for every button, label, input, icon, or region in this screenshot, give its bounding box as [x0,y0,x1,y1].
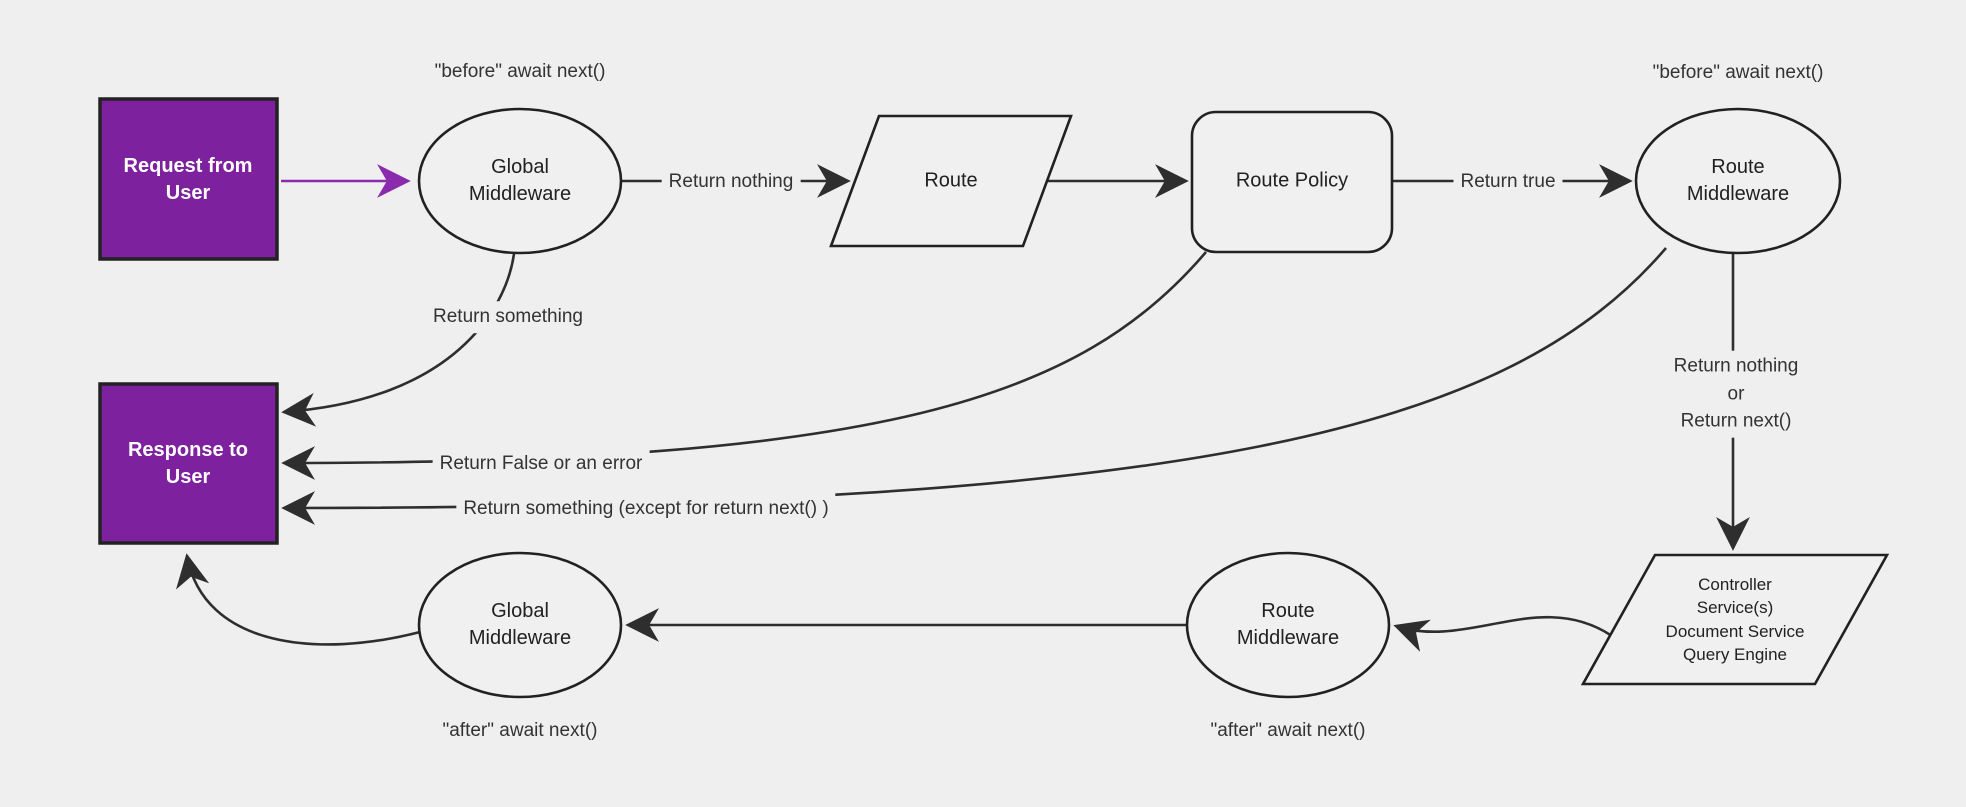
response-to-user-label: Response to User [127,439,249,488]
global-middleware-top-label: Global Middleware [468,156,572,205]
response-to-user-node [98,382,279,545]
after-await-next-left-label: "after" await next() [442,720,598,742]
route-middleware-bottom-node [1185,551,1391,699]
controller-services-label: Controller Service(s) Document Service Q… [1665,575,1805,665]
return-true-label: Return true [1453,166,1563,198]
request-from-user-label: Request from User [123,155,253,204]
global-middleware-bottom-node [417,551,623,699]
route-middleware-bottom-label: Route Middleware [1236,600,1340,649]
after-await-next-right-label: "after" await next() [1210,720,1366,742]
route-policy-node [1190,110,1394,254]
route-middleware-top-label: Route Middleware [1686,156,1790,205]
return-something-label: Return something [426,301,590,333]
global-middleware-top-node [417,107,623,255]
request-from-user-node [98,97,279,261]
return-false-or-error-label: Return False or an error [432,448,650,480]
return-nothing-or-next-label: Return nothing or Return next() [1666,350,1806,438]
global-middleware-bottom-label: Global Middleware [468,600,572,649]
route-middleware-top-node [1634,107,1842,255]
edge-global-middleware-to-response [281,253,516,427]
edge-controller-to-route-middleware-bottom [1393,615,1613,652]
return-something-except-label: Return something (except for return next… [456,493,836,525]
controller-services-node [1580,553,1890,686]
route-label: Route [924,169,978,192]
route-policy-label: Route Policy [1235,169,1349,192]
route-node [829,114,1073,248]
edge-route-policy-to-response [281,251,1207,480]
before-await-next-left-label: "before" await next() [434,61,606,83]
before-await-next-right-label: "before" await next() [1652,62,1824,84]
edge-global-middleware-bottom-to-response [176,553,421,646]
return-nothing-label: Return nothing [661,166,801,198]
